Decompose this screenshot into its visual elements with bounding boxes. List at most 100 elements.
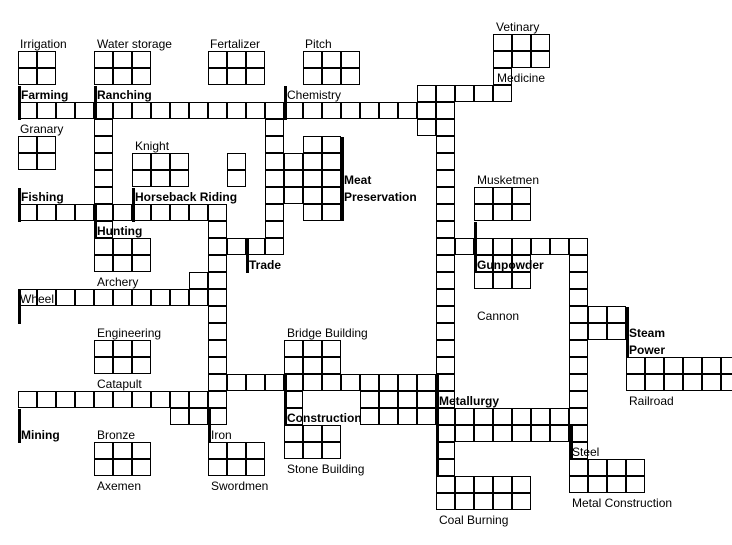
grid-cell (436, 221, 455, 238)
grid-cell (474, 85, 493, 102)
grid-cell (151, 204, 170, 221)
grid-cell (227, 102, 246, 119)
grid-cell (56, 289, 75, 306)
grid-cell (132, 391, 151, 408)
grid-cell (569, 374, 588, 391)
grid-cell (37, 136, 56, 153)
grid-cell (189, 408, 208, 425)
grid-cell (360, 408, 379, 425)
grid-cell (94, 68, 113, 85)
label-catapult: Catapult (97, 377, 142, 391)
grid-cell (550, 238, 569, 255)
grid-cell (94, 340, 113, 357)
grid-cell (398, 102, 417, 119)
grid-cell (75, 204, 94, 221)
grid-cell (37, 391, 56, 408)
grid-cell (151, 289, 170, 306)
label-steam: Steam (629, 326, 666, 340)
grid-cell (265, 170, 284, 187)
grid-cell (569, 323, 588, 340)
clue-start-bar (18, 86, 21, 120)
grid-cell (208, 102, 227, 119)
grid-cell (170, 102, 189, 119)
clue-start-bar (284, 86, 287, 120)
grid-cell (94, 119, 113, 136)
label-wheel: Wheel (20, 292, 55, 306)
grid-cell (18, 136, 37, 153)
clue-start-bar (436, 375, 439, 477)
grid-cell (493, 238, 512, 255)
grid-cell (208, 272, 227, 289)
grid-cell (569, 442, 588, 459)
grid-cell (360, 374, 379, 391)
clue-start-bar (284, 375, 287, 426)
grid-cell (436, 136, 455, 153)
label-trade: Trade (249, 258, 282, 272)
grid-cell (493, 255, 512, 272)
grid-cell (531, 34, 550, 51)
grid-cell (645, 374, 664, 391)
grid-cell (265, 119, 284, 136)
label-engineering: Engineering (97, 326, 162, 340)
grid-cell (341, 51, 360, 68)
grid-cell (227, 374, 246, 391)
grid-cell (664, 357, 683, 374)
grid-cell (588, 476, 607, 493)
grid-cell (322, 68, 341, 85)
grid-cell (303, 136, 322, 153)
grid-cell (265, 153, 284, 170)
grid-cell (417, 119, 436, 136)
grid-cell (113, 102, 132, 119)
grid-cell (151, 170, 170, 187)
grid-cell (113, 357, 132, 374)
grid-cell (227, 170, 246, 187)
grid-cell (189, 289, 208, 306)
grid-cell (455, 476, 474, 493)
label-swordmen: Swordmen (211, 479, 269, 493)
grid-cell (75, 102, 94, 119)
grid-cell (132, 289, 151, 306)
grid-cell (189, 272, 208, 289)
grid-cell (18, 153, 37, 170)
grid-cell (569, 255, 588, 272)
label-coal-burning: Coal Burning (439, 513, 509, 527)
clue-start-bar (341, 137, 344, 221)
grid-cell (531, 425, 550, 442)
grid-cell (360, 391, 379, 408)
grid-cell (436, 187, 455, 204)
grid-cell (607, 306, 626, 323)
grid-cell (626, 459, 645, 476)
grid-cell (113, 289, 132, 306)
grid-cell (626, 476, 645, 493)
label-knight: Knight (135, 139, 170, 153)
grid-cell (474, 493, 493, 510)
grid-cell (246, 51, 265, 68)
grid-cell (208, 51, 227, 68)
grid-cell (455, 493, 474, 510)
grid-cell (398, 408, 417, 425)
grid-cell (265, 238, 284, 255)
grid-cell (417, 391, 436, 408)
grid-cell (379, 374, 398, 391)
grid-cell (569, 391, 588, 408)
grid-cell (246, 102, 265, 119)
grid-cell (265, 374, 284, 391)
grid-cell (208, 374, 227, 391)
grid-cell (455, 238, 474, 255)
grid-cell (37, 68, 56, 85)
label-fishing: Fishing (21, 190, 64, 204)
grid-cell (265, 102, 284, 119)
grid-cell (607, 323, 626, 340)
label-meat: Meat (344, 173, 372, 187)
grid-cell (683, 374, 702, 391)
grid-cell (455, 85, 474, 102)
grid-cell (531, 238, 550, 255)
grid-cell (227, 238, 246, 255)
grid-cell (208, 391, 227, 408)
grid-cell (284, 187, 303, 204)
grid-cell (436, 238, 455, 255)
grid-cell (417, 85, 436, 102)
grid-cell (322, 51, 341, 68)
grid-cell (265, 187, 284, 204)
